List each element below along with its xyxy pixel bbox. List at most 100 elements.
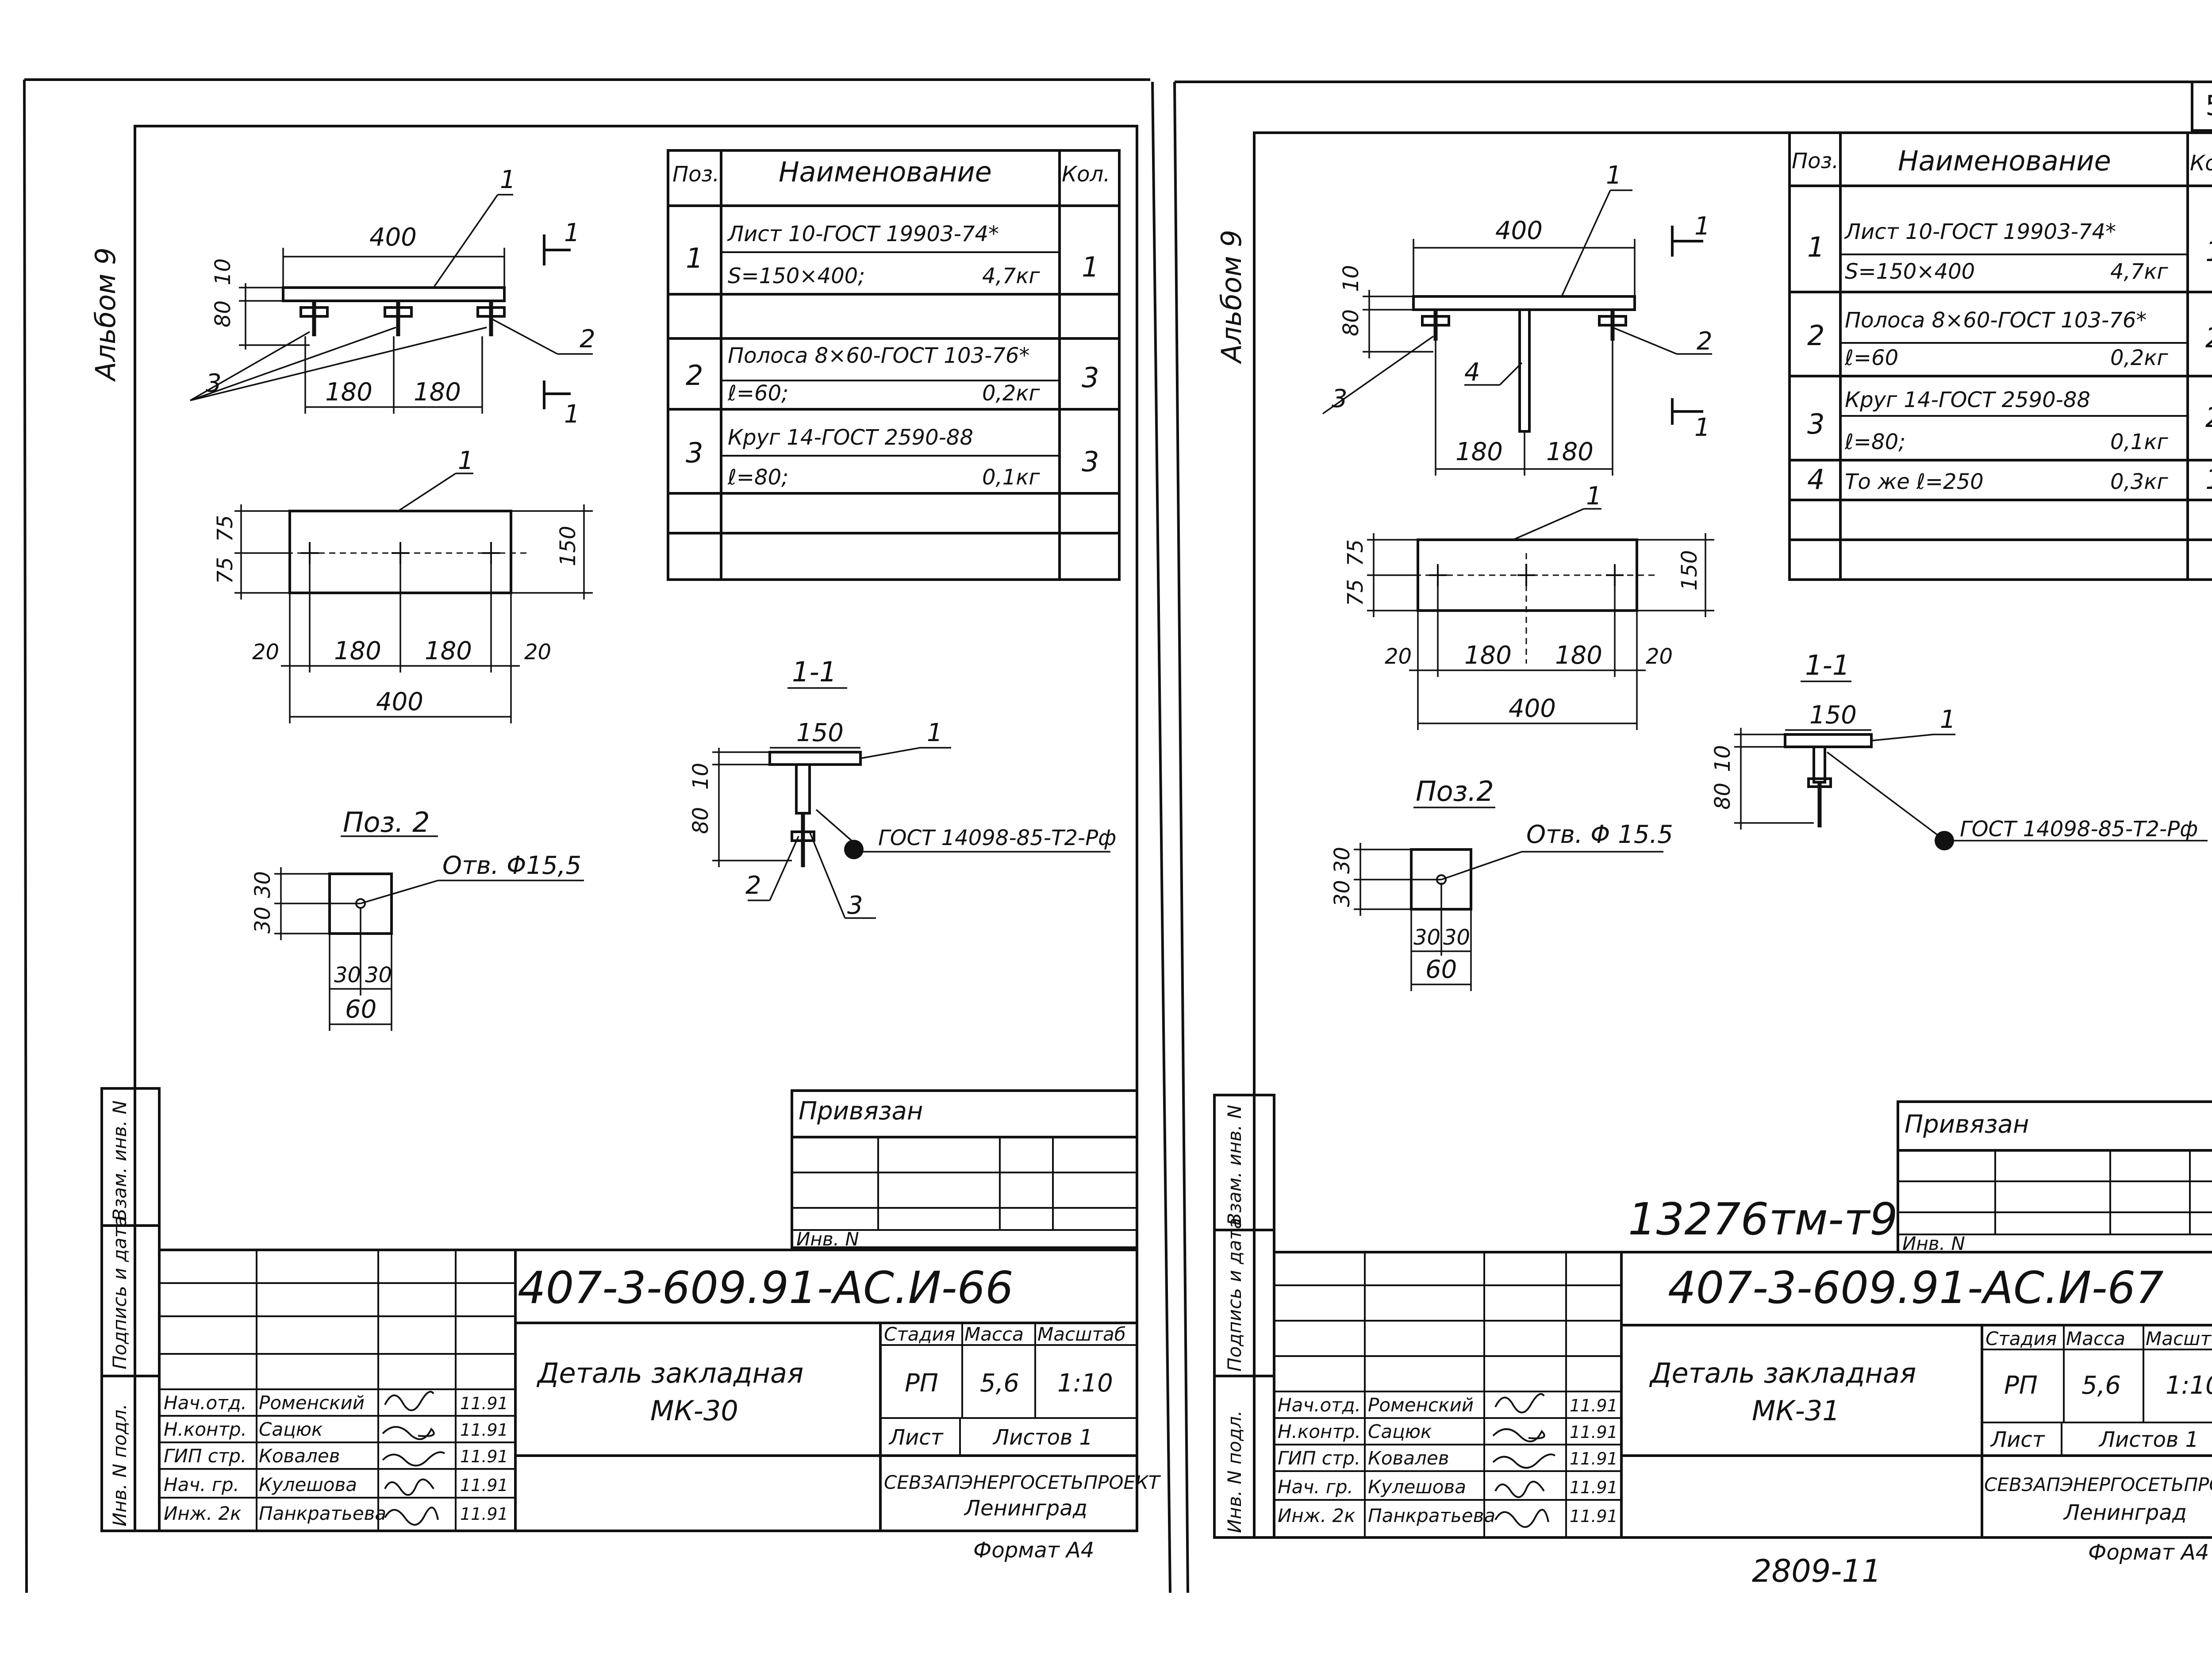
dim-30: 30 [1443, 925, 1470, 950]
title-block: 407-3-609.91-АС.И-66 Деталь закладная МК… [158, 1249, 1161, 1532]
person-name: Сацюк [1368, 1421, 1432, 1442]
dim-30: 30 [365, 963, 392, 988]
sign-date: 11.91 [1570, 1422, 1618, 1442]
scale-value: 1:10 [2166, 1371, 2212, 1400]
spec-row-pos: 3 [686, 437, 703, 469]
spec-row-line2a: ℓ=60 [1844, 346, 1898, 370]
side-strip: Взам. инв. N Подпись и дата Инв. N подл. [1213, 1094, 1275, 1539]
section-title: 1-1 [792, 656, 837, 688]
section-title: 1-1 [1805, 649, 1850, 681]
dim-20: 20 [252, 640, 279, 665]
person-name: Кулешова [259, 1474, 357, 1495]
front-view: 400 80 10 180 180 3 [190, 165, 595, 429]
dim-180: 180 [1464, 641, 1512, 670]
section-1-1: 1-1 ГОСТ 14098-85-Т2-Рф 150 80 10 1 [1710, 649, 2208, 850]
signature [1492, 1453, 1556, 1469]
stage-value: РП [905, 1369, 938, 1398]
dim-20: 20 [1646, 644, 1673, 669]
dim-400: 400 [369, 223, 417, 252]
dim-150: 150 [556, 526, 580, 566]
section-mark: 1 [564, 219, 580, 247]
mark-3: 3 [206, 369, 222, 398]
sign-date: 11.91 [460, 1394, 508, 1413]
dim-60: 60 [345, 995, 376, 1024]
role: Н.контр. [164, 1418, 247, 1440]
dim-150: 150 [796, 719, 844, 747]
role: Инж. 2к [164, 1503, 242, 1524]
spec-row-qty: 1 [2205, 235, 2212, 268]
dim-75: 75 [213, 515, 238, 542]
weld-label: ГОСТ 14098-85-Т2-Рф [1960, 817, 2198, 842]
mark-3: 3 [1332, 384, 1348, 413]
sign-date: 11.91 [460, 1420, 508, 1440]
spec-row-line2b: 0,1кг [982, 465, 1040, 490]
signature [1494, 1480, 1545, 1498]
hole-mark [1429, 564, 1447, 586]
stage-value: РП [2004, 1371, 2038, 1400]
spec-row-line2a: ℓ=80; [1844, 430, 1905, 454]
sheet-right: Альбом 9 Поз. Наименование Кол. 1 Лист 1… [1213, 131, 2212, 1589]
spec-row-qty: 3 [1082, 361, 1099, 394]
dim-30: 30 [1330, 880, 1355, 907]
spec-row-pos: 3 [1807, 408, 1824, 440]
archive-mark: 13276тм-т9 [1628, 1193, 1898, 1245]
sheet-left: Альбом 9 Поз. Наименование Кол. 1 Лист 1… [89, 125, 1161, 1563]
pos2-detail: Поз.2 Отв. Φ 15.5 30 30 30 30 60 [1330, 775, 1673, 991]
spec-row-line1: То же ℓ=250 [1845, 469, 1984, 494]
dim-10: 10 [688, 763, 713, 790]
section-mark: 1 [1694, 413, 1710, 442]
dim-30: 30 [334, 963, 361, 988]
spec-header-pos: Поз. [672, 162, 719, 187]
spec-row-qty: 1 [1082, 251, 1099, 283]
role: ГИП стр. [1278, 1447, 1360, 1469]
stud [1598, 310, 1627, 341]
role: Н.контр. [1278, 1421, 1361, 1442]
spec-table: Поз. Наименование Кол. 1 Лист 10-ГОСТ 19… [1788, 131, 2212, 581]
outer-borders [23, 78, 2212, 1593]
side-label: Подпись и дата [1224, 1218, 1245, 1372]
dim-400: 400 [376, 688, 423, 716]
dim-180: 180 [425, 637, 472, 665]
dim-400: 400 [1495, 216, 1543, 245]
hole-label: Отв. Φ 15.5 [1526, 820, 1673, 849]
pos2-title: Поз. 2 [343, 806, 430, 838]
sign-date: 11.91 [1570, 1396, 1618, 1415]
inv-no-label: Инв. N [796, 1228, 859, 1250]
plan-view: 75 75 150 20 180 180 20 400 [213, 446, 593, 723]
dim-60: 60 [1425, 955, 1457, 984]
dim-30: 30 [250, 871, 275, 898]
title-line1: Деталь закладная [1649, 1357, 1916, 1389]
dim-20: 20 [1385, 644, 1412, 669]
sheet-label: Лист [1990, 1427, 2046, 1452]
spec-row-line1: Лист 10-ГОСТ 19903-74* [727, 222, 999, 246]
sign-date: 11.91 [460, 1447, 508, 1466]
dim-150: 150 [1809, 701, 1857, 730]
plan-view: 75 75 150 20 180 180 20 400 1 [1343, 482, 1714, 730]
sign-date: 11.91 [1570, 1478, 1618, 1497]
dim-75: 75 [1343, 579, 1368, 606]
hole-mark [1606, 564, 1624, 586]
person-name: Панкратьева [1368, 1505, 1495, 1526]
mark-1: 1 [1606, 161, 1622, 190]
spec-row-pos: 2 [1807, 319, 1824, 352]
side-label: Подпись и дата [109, 1215, 131, 1369]
hole-mark [392, 542, 409, 564]
scale-header: Масштаб [2146, 1328, 2212, 1349]
dim-30: 30 [250, 907, 275, 934]
side-label: Взам. инв. N [109, 1100, 131, 1221]
dim-80: 80 [1339, 309, 1363, 336]
privyazan-label: Привязан [1905, 1110, 2029, 1139]
dim-75: 75 [1343, 539, 1368, 566]
page-number-box: 59 [2191, 81, 2212, 132]
dim-180: 180 [1546, 438, 1594, 466]
spec-table: Поз. Наименование Кол. 1 Лист 10-ГОСТ 19… [667, 149, 1121, 581]
spec-row-qty: 3 [1082, 446, 1099, 478]
mark-3: 3 [847, 891, 863, 920]
mass-header: Масса [964, 1323, 1024, 1345]
person-name: Сацюк [259, 1418, 323, 1440]
role: Нач.отд. [1278, 1394, 1361, 1416]
person-name: Ковалев [259, 1445, 340, 1467]
dim-180: 180 [414, 378, 461, 407]
spec-row-pos: 4 [1807, 463, 1824, 496]
designation: 407-3-609.91-АС.И-66 [518, 1262, 1014, 1314]
